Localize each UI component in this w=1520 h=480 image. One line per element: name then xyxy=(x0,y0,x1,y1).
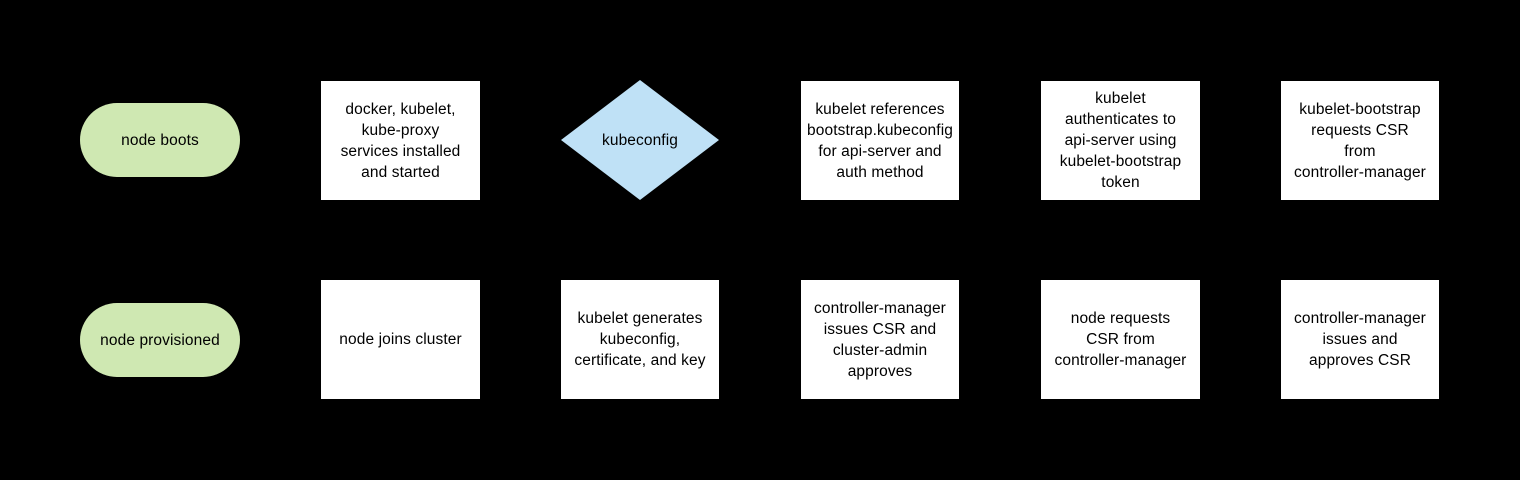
flow-node-node-boots[interactable]: node boots xyxy=(80,103,240,177)
flow-node-label-node-joins-cluster: node joins cluster xyxy=(339,331,462,348)
flow-node-node-provisioned[interactable]: node provisioned xyxy=(80,303,240,377)
flow-node-label-kubeconfig-decision: kubeconfig xyxy=(602,131,678,149)
flow-node-label-node-provisioned: node provisioned xyxy=(100,331,220,349)
flow-node-label-node-boots: node boots xyxy=(121,131,199,149)
flow-node-kubeconfig-decision[interactable]: kubeconfig xyxy=(561,80,719,200)
flow-node-node-joins-cluster[interactable]: node joins cluster xyxy=(321,280,480,399)
